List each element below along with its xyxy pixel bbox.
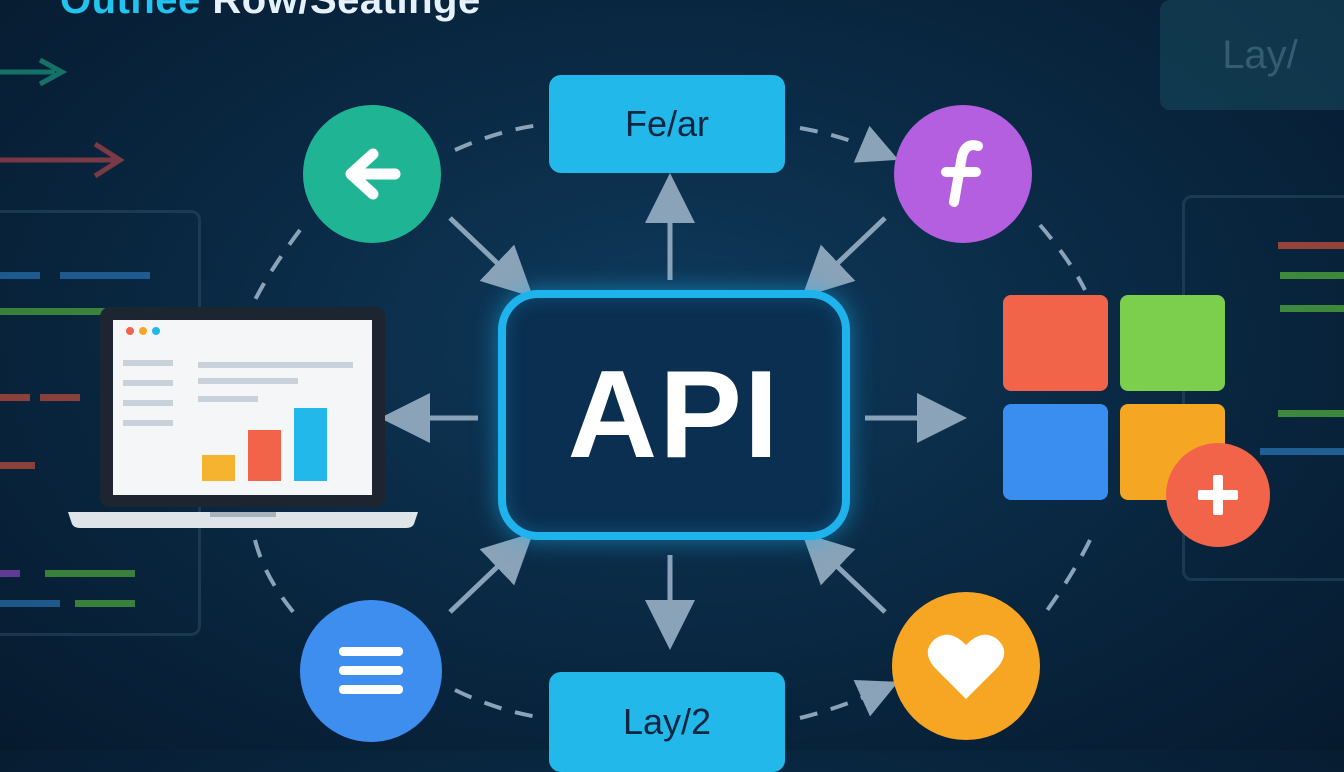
api-label: API <box>567 346 781 484</box>
arrow-top-left-in <box>448 216 534 298</box>
app-tiles-icon <box>1003 295 1270 547</box>
api-center-box: API <box>498 290 850 540</box>
dashed-connectors <box>253 123 1092 720</box>
arrow-left-icon <box>345 148 401 200</box>
background-label-top-right: Lay/ <box>1160 0 1344 110</box>
arrow-bottom-left-out <box>448 532 534 614</box>
node-bottom-right <box>892 592 1040 740</box>
node-top-left <box>303 105 441 243</box>
arrow-bottom-right-in <box>801 532 887 614</box>
title-part-1: Outnee <box>60 0 201 22</box>
title-part-2: Row/Seatinge <box>212 0 481 22</box>
heart-icon <box>927 634 1005 699</box>
background-code-lines-right <box>1260 242 1344 455</box>
laptop-dashboard-icon <box>68 307 418 528</box>
api-diagram <box>0 57 1344 720</box>
arrow-top-right-in <box>801 216 887 298</box>
top-box-label: Fe/ar <box>624 103 710 144</box>
function-f-icon <box>941 140 983 207</box>
bottom-box: Lay/2 <box>549 672 785 772</box>
top-box: Fe/ar <box>549 75 785 173</box>
flow-arrows <box>380 173 967 650</box>
node-top-right <box>894 105 1032 243</box>
bottom-box-label: Lay/2 <box>622 701 712 742</box>
menu-lines-icon <box>339 647 403 694</box>
node-bottom-left <box>300 600 442 742</box>
background-code-lines-left <box>0 57 150 607</box>
background-label-text: Lay/ <box>1222 32 1298 77</box>
diagram-title: Outnee Row/Seatinge <box>60 0 481 23</box>
